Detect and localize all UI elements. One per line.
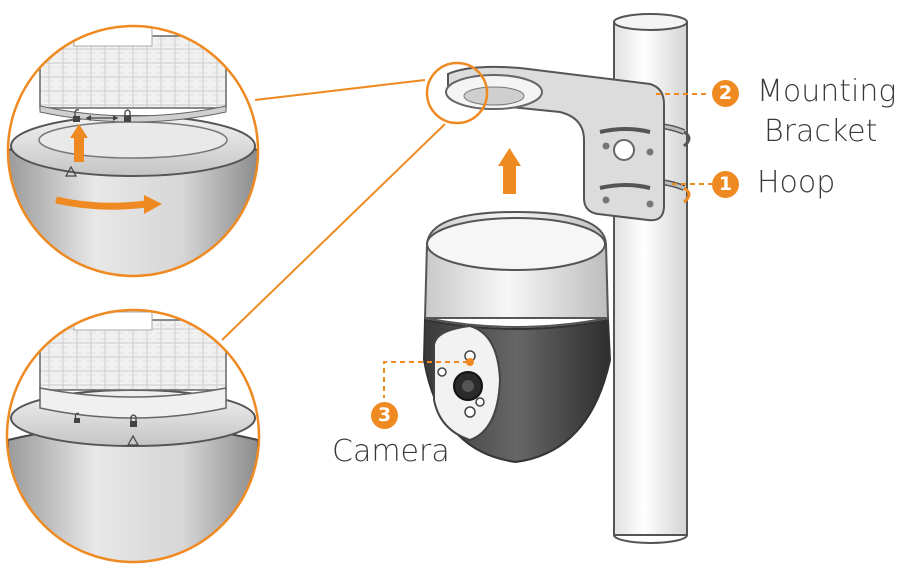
camera-callout-dot	[466, 358, 474, 366]
zoom-detail-locked	[5, 308, 261, 564]
unlock-icon	[73, 109, 80, 122]
callout-label-hoop: Hoop	[757, 165, 836, 200]
mounting-bracket	[445, 65, 665, 222]
rotate-arrow-icon	[55, 195, 162, 214]
up-arrow-icon	[70, 124, 88, 162]
zoom-connector-lines	[221, 79, 446, 341]
triangle-mark-icon	[64, 165, 78, 177]
lock-icon	[130, 414, 137, 427]
callout-badge-mounting-bracket: 2	[712, 80, 739, 107]
callout-label-bracket: Bracket	[764, 114, 878, 149]
callout-badge-camera: 3	[371, 402, 398, 429]
callout-label-camera: Camera	[332, 434, 450, 469]
callout-label-mounting: Mounting	[757, 74, 897, 109]
camera	[422, 210, 612, 464]
callout-leader-lines	[383, 93, 712, 398]
triangle-mark-icon	[126, 434, 140, 446]
callout-badge-hoop: 1	[712, 171, 739, 198]
lock-icon	[124, 109, 131, 122]
up-arrow-icon	[498, 148, 521, 194]
zoom-detail-unlock	[6, 24, 260, 278]
double-arrow-icon	[86, 115, 118, 121]
bracket-detail-marker	[425, 61, 489, 125]
unlock-icon	[74, 412, 80, 423]
